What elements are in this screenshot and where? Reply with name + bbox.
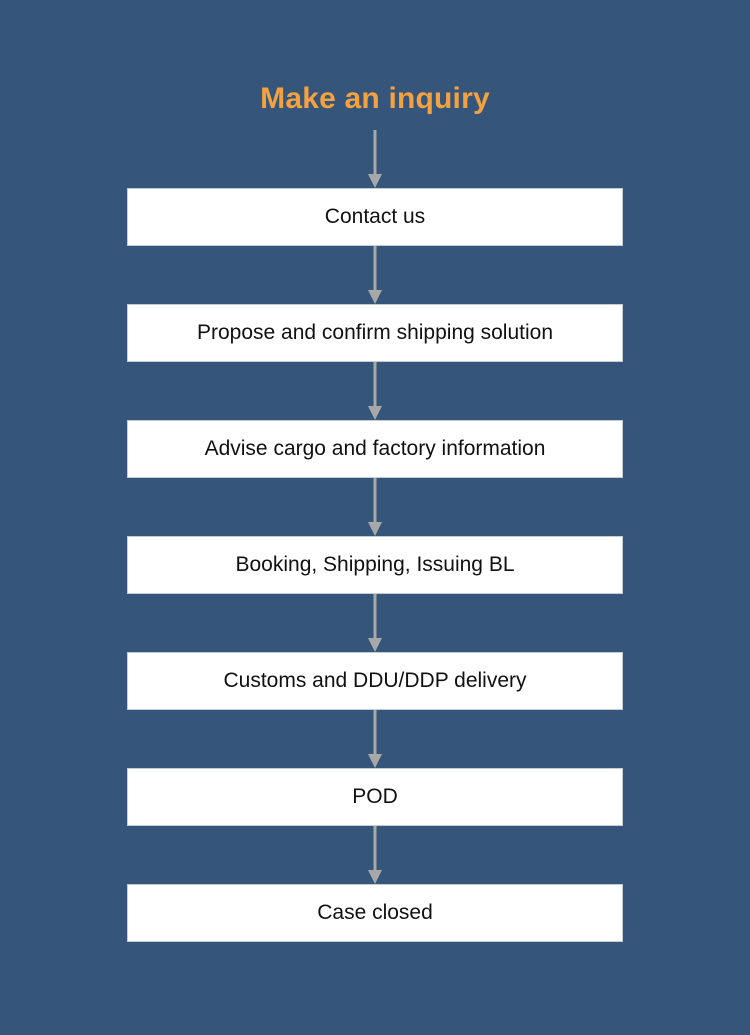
down-arrow-icon <box>368 754 382 768</box>
arrow-shaft-icon <box>373 362 377 407</box>
flow-step-label-4: Booking, Shipping, Issuing BL <box>235 553 515 576</box>
down-arrow-icon <box>368 290 382 304</box>
connector-arrow-6 <box>367 826 383 884</box>
connector-arrow-0 <box>367 130 383 188</box>
arrow-shaft-icon <box>373 710 377 755</box>
flow-step-label-2: Propose and confirm shipping solution <box>196 321 554 344</box>
flow-step-box-2[interactable]: Propose and confirm shipping solution <box>127 304 623 362</box>
arrow-shaft-icon <box>373 130 377 175</box>
connector-arrow-2 <box>367 362 383 420</box>
connector-arrow-4 <box>367 594 383 652</box>
flow-step-label-1: Contact us <box>324 205 426 228</box>
flow-step-label-7: Case closed <box>317 901 433 924</box>
down-arrow-icon <box>368 638 382 652</box>
arrow-shaft-icon <box>373 826 377 871</box>
flow-step-box-6[interactable]: POD <box>127 768 623 826</box>
arrow-shaft-icon <box>373 594 377 639</box>
connector-arrow-3 <box>367 478 383 536</box>
flow-step-box-3[interactable]: Advise cargo and factory information <box>127 420 623 478</box>
flow-step-label-3: Advise cargo and factory information <box>204 437 546 460</box>
down-arrow-icon <box>368 174 382 188</box>
arrow-shaft-icon <box>373 246 377 291</box>
connector-arrow-1 <box>367 246 383 304</box>
flow-step-box-1[interactable]: Contact us <box>127 188 623 246</box>
arrow-shaft-icon <box>373 478 377 523</box>
connector-arrow-5 <box>367 710 383 768</box>
down-arrow-icon <box>368 406 382 420</box>
flow-step-box-7[interactable]: Case closed <box>127 884 623 942</box>
down-arrow-icon <box>368 870 382 884</box>
flow-step-label-6: POD <box>352 785 398 808</box>
flowchart-title: Make an inquiry <box>260 82 490 115</box>
down-arrow-icon <box>368 522 382 536</box>
flow-step-box-5[interactable]: Customs and DDU/DDP delivery <box>127 652 623 710</box>
flow-step-label-5: Customs and DDU/DDP delivery <box>223 669 527 692</box>
flow-step-box-4[interactable]: Booking, Shipping, Issuing BL <box>127 536 623 594</box>
